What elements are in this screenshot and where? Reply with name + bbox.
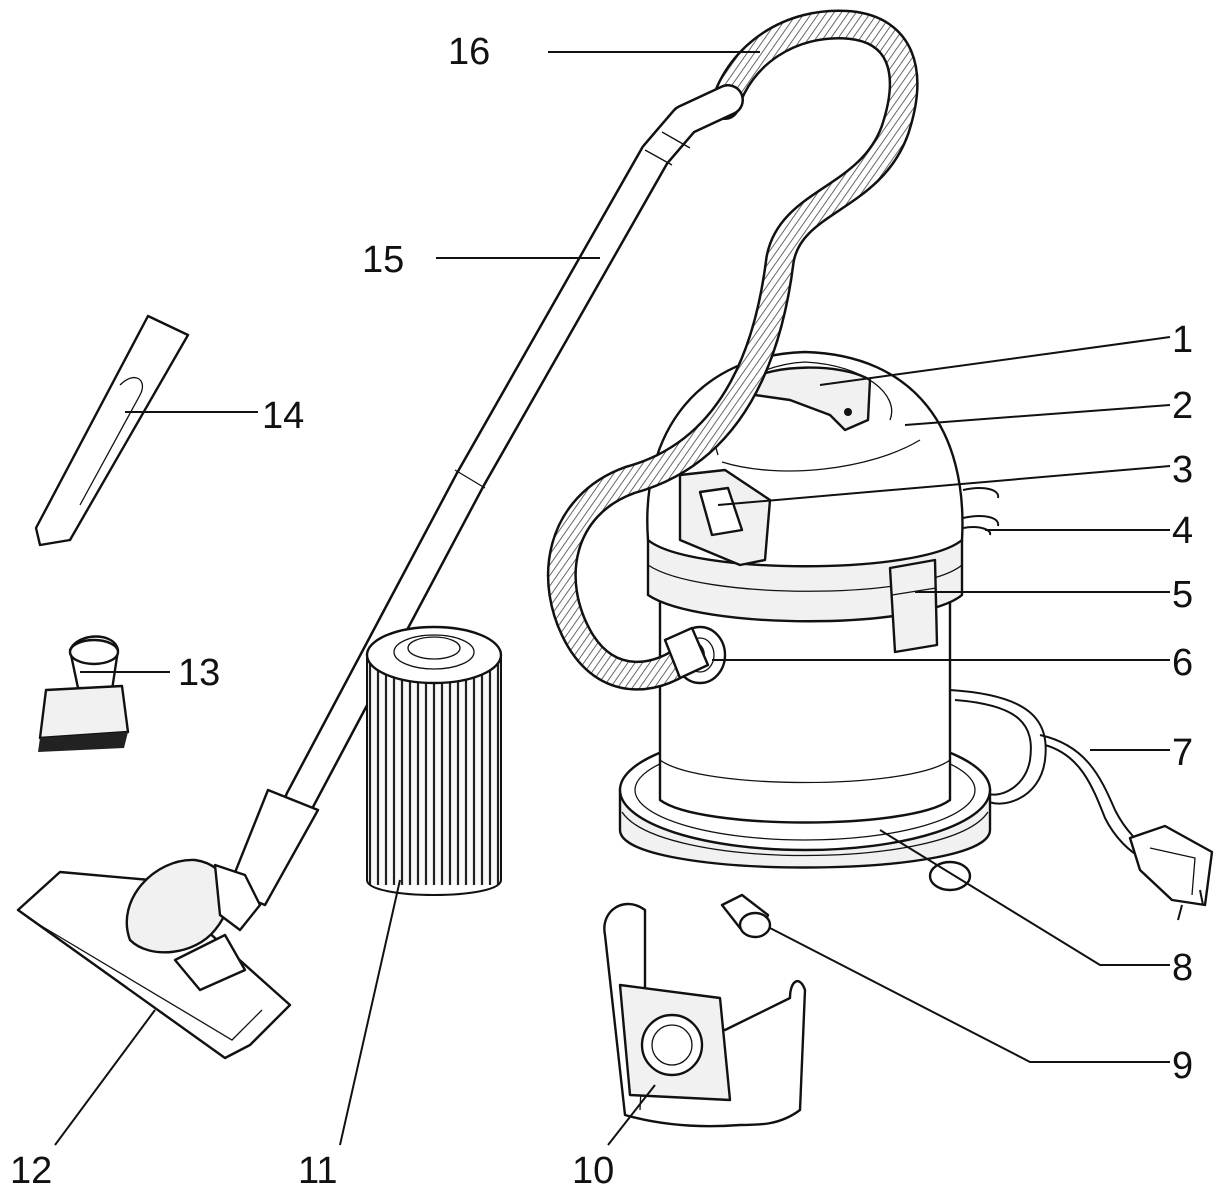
- extension-wand: [226, 84, 744, 907]
- callout-numbers: 1 2 3 4 5 6 7 8 9 10 11 12 13 14 15 16: [10, 31, 1193, 1192]
- callout-15: 15: [362, 239, 404, 281]
- callout-7: 7: [1172, 732, 1193, 774]
- callout-2: 2: [1172, 385, 1193, 427]
- flexible-hose: [546, 9, 919, 691]
- callout-3: 3: [1172, 449, 1193, 491]
- callout-5: 5: [1172, 574, 1193, 616]
- callout-6: 6: [1172, 642, 1193, 684]
- crevice-tool: [34, 314, 190, 547]
- tank-body: [658, 558, 952, 824]
- callout-1: 1: [1172, 319, 1193, 361]
- caster-wheel: [720, 860, 972, 939]
- callout-8: 8: [1172, 947, 1193, 989]
- dusting-brush: [38, 635, 130, 752]
- callout-14: 14: [262, 395, 304, 437]
- leader-lines: [54, 51, 1171, 1146]
- lid-latch: [888, 558, 939, 654]
- callout-9: 9: [1172, 1045, 1193, 1087]
- callout-11: 11: [298, 1150, 337, 1192]
- power-cord: [949, 689, 1151, 859]
- cord-hook: [962, 487, 1000, 536]
- callout-10: 10: [572, 1150, 614, 1192]
- cartridge-filter: [365, 625, 503, 896]
- callout-13: 13: [178, 652, 220, 694]
- callout-12: 12: [10, 1150, 52, 1192]
- power-switch: [678, 468, 772, 567]
- plug-icon: [1128, 824, 1214, 921]
- dust-bag: [603, 903, 807, 1128]
- floor-nozzle: [16, 858, 292, 1060]
- callout-16: 16: [448, 31, 490, 73]
- callout-4: 4: [1172, 510, 1193, 552]
